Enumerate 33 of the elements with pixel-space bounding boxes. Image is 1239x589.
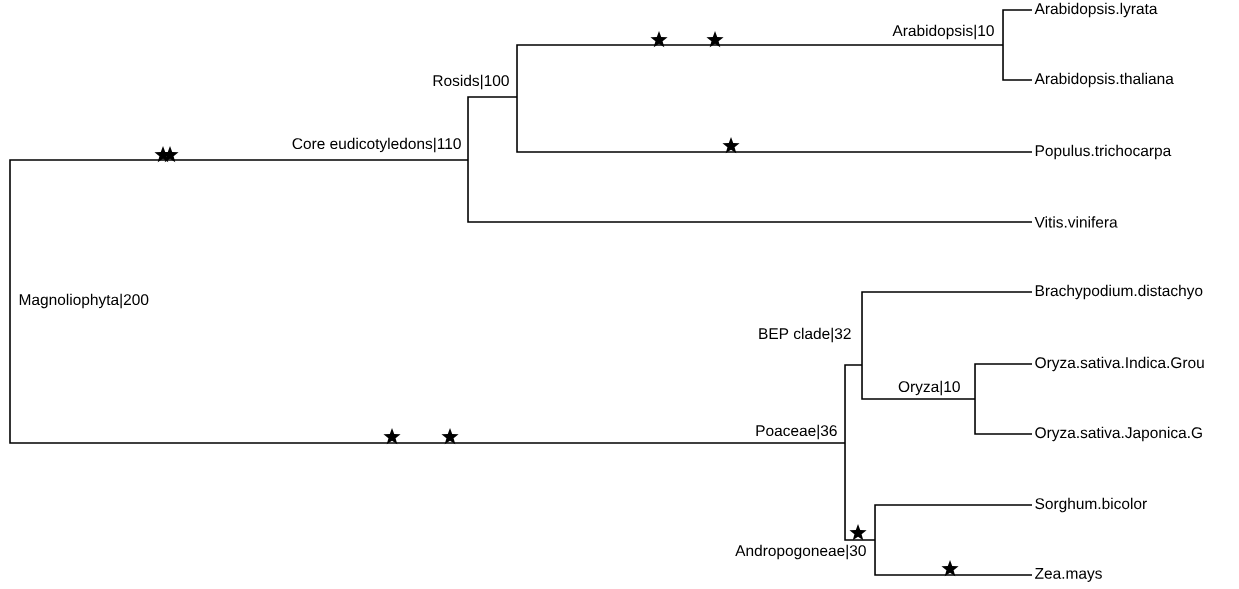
- species-label: Vitis.vinifera: [1034, 216, 1118, 228]
- species-label: Oryza.sativa.Indica.Grou: [1035, 356, 1204, 372]
- species-label: Zea.mays: [1035, 568, 1102, 582]
- branch-line: [1002, 44, 1033, 81]
- clade-label: Core eudicotyledons|110: [292, 137, 461, 153]
- species-label: Arabidopsis.thaliana: [1034, 72, 1174, 88]
- species-label: Populus.trichocarpa: [1035, 144, 1172, 160]
- branch-line: [874, 504, 1033, 541]
- clade-label: Poaceae|36: [756, 424, 837, 440]
- branch-line: [861, 364, 976, 400]
- branch-line: [9, 159, 469, 302]
- clade-label: Oryza|10: [898, 380, 960, 396]
- branch-line: [844, 364, 863, 444]
- clade-label: Arabidopsis|10: [892, 24, 994, 40]
- species-label: Sorghum.bicolor: [1035, 497, 1147, 513]
- clade-label: Rosids|100: [433, 74, 509, 90]
- branch-line: [861, 291, 1033, 366]
- species-label: Brachypodium.distachyo: [1035, 284, 1203, 300]
- branch-line: [844, 442, 876, 541]
- branch-line: [516, 96, 1033, 153]
- branch-line: [974, 363, 1033, 400]
- branch-line: [467, 159, 1033, 223]
- species-label: Arabidopsis.lyrata: [1034, 2, 1158, 18]
- branch-line: [9, 300, 846, 444]
- clade-label: BEP clade|32: [759, 327, 851, 343]
- clade-label: Andropogoneae|30: [735, 544, 866, 560]
- branch-line: [874, 539, 1033, 576]
- branch-line: [1002, 9, 1033, 46]
- branch-line: [467, 96, 518, 161]
- clade-label: Magnoliophyta|200: [19, 293, 149, 309]
- species-label: Oryza.sativa.Japonica.G: [1035, 426, 1202, 442]
- branch-line: [974, 398, 1033, 435]
- branch-line: [516, 44, 1004, 98]
